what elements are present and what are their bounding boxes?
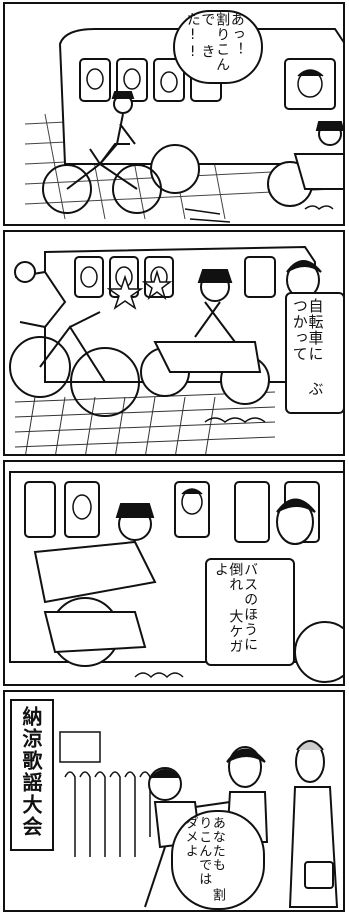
panel-2-artwork bbox=[9, 245, 322, 454]
panel-4: 納涼歌謡大会 あなたも 割りこんでは ダメよ bbox=[3, 690, 345, 912]
speech-line: 割りこんで bbox=[199, 12, 231, 72]
speech-line: あっ！ bbox=[228, 12, 245, 57]
narration-box-2 bbox=[285, 292, 343, 414]
event-sign bbox=[10, 699, 54, 851]
speech-line: 割りこんでは bbox=[196, 816, 225, 902]
narration-line: バスのほうに bbox=[242, 562, 259, 652]
speech-line: きた!! bbox=[184, 12, 216, 61]
speech-text-1: あっ！ 割りこんで きた!! bbox=[184, 12, 245, 84]
narration-line: 大ケガよ bbox=[212, 562, 244, 654]
event-sign-text: 納涼歌謡大会 bbox=[19, 706, 43, 838]
speech-bubble-4 bbox=[171, 810, 265, 910]
panel-1-artwork bbox=[24, 28, 343, 223]
panel-3: バスのほうに 倒れ 大ケガよ bbox=[3, 460, 345, 686]
narration-box-3 bbox=[205, 558, 295, 666]
narration-text-3: バスのほうに 倒れ 大ケガよ bbox=[212, 562, 259, 662]
panel-2: 自転車に ぶつかって bbox=[3, 230, 345, 456]
panel-3-artwork bbox=[9, 471, 343, 683]
bicycle-rider bbox=[42, 91, 162, 214]
motorcycle-rider bbox=[267, 121, 343, 207]
speech-line: ダメよ bbox=[182, 816, 198, 858]
narration-line: 倒れ bbox=[227, 562, 244, 592]
speech-line: あなたも bbox=[209, 816, 225, 872]
narration-text-2: 自転車に ぶつかって bbox=[290, 298, 325, 408]
narration-line: ぶつかって bbox=[290, 298, 325, 397]
speech-bubble-1 bbox=[173, 10, 263, 84]
speech-text-4: あなたも 割りこんでは ダメよ bbox=[182, 816, 225, 904]
narration-line: 自転車に bbox=[306, 298, 325, 362]
panel-1: あっ！ 割りこんで きた!! bbox=[3, 2, 345, 226]
bus bbox=[58, 28, 343, 194]
